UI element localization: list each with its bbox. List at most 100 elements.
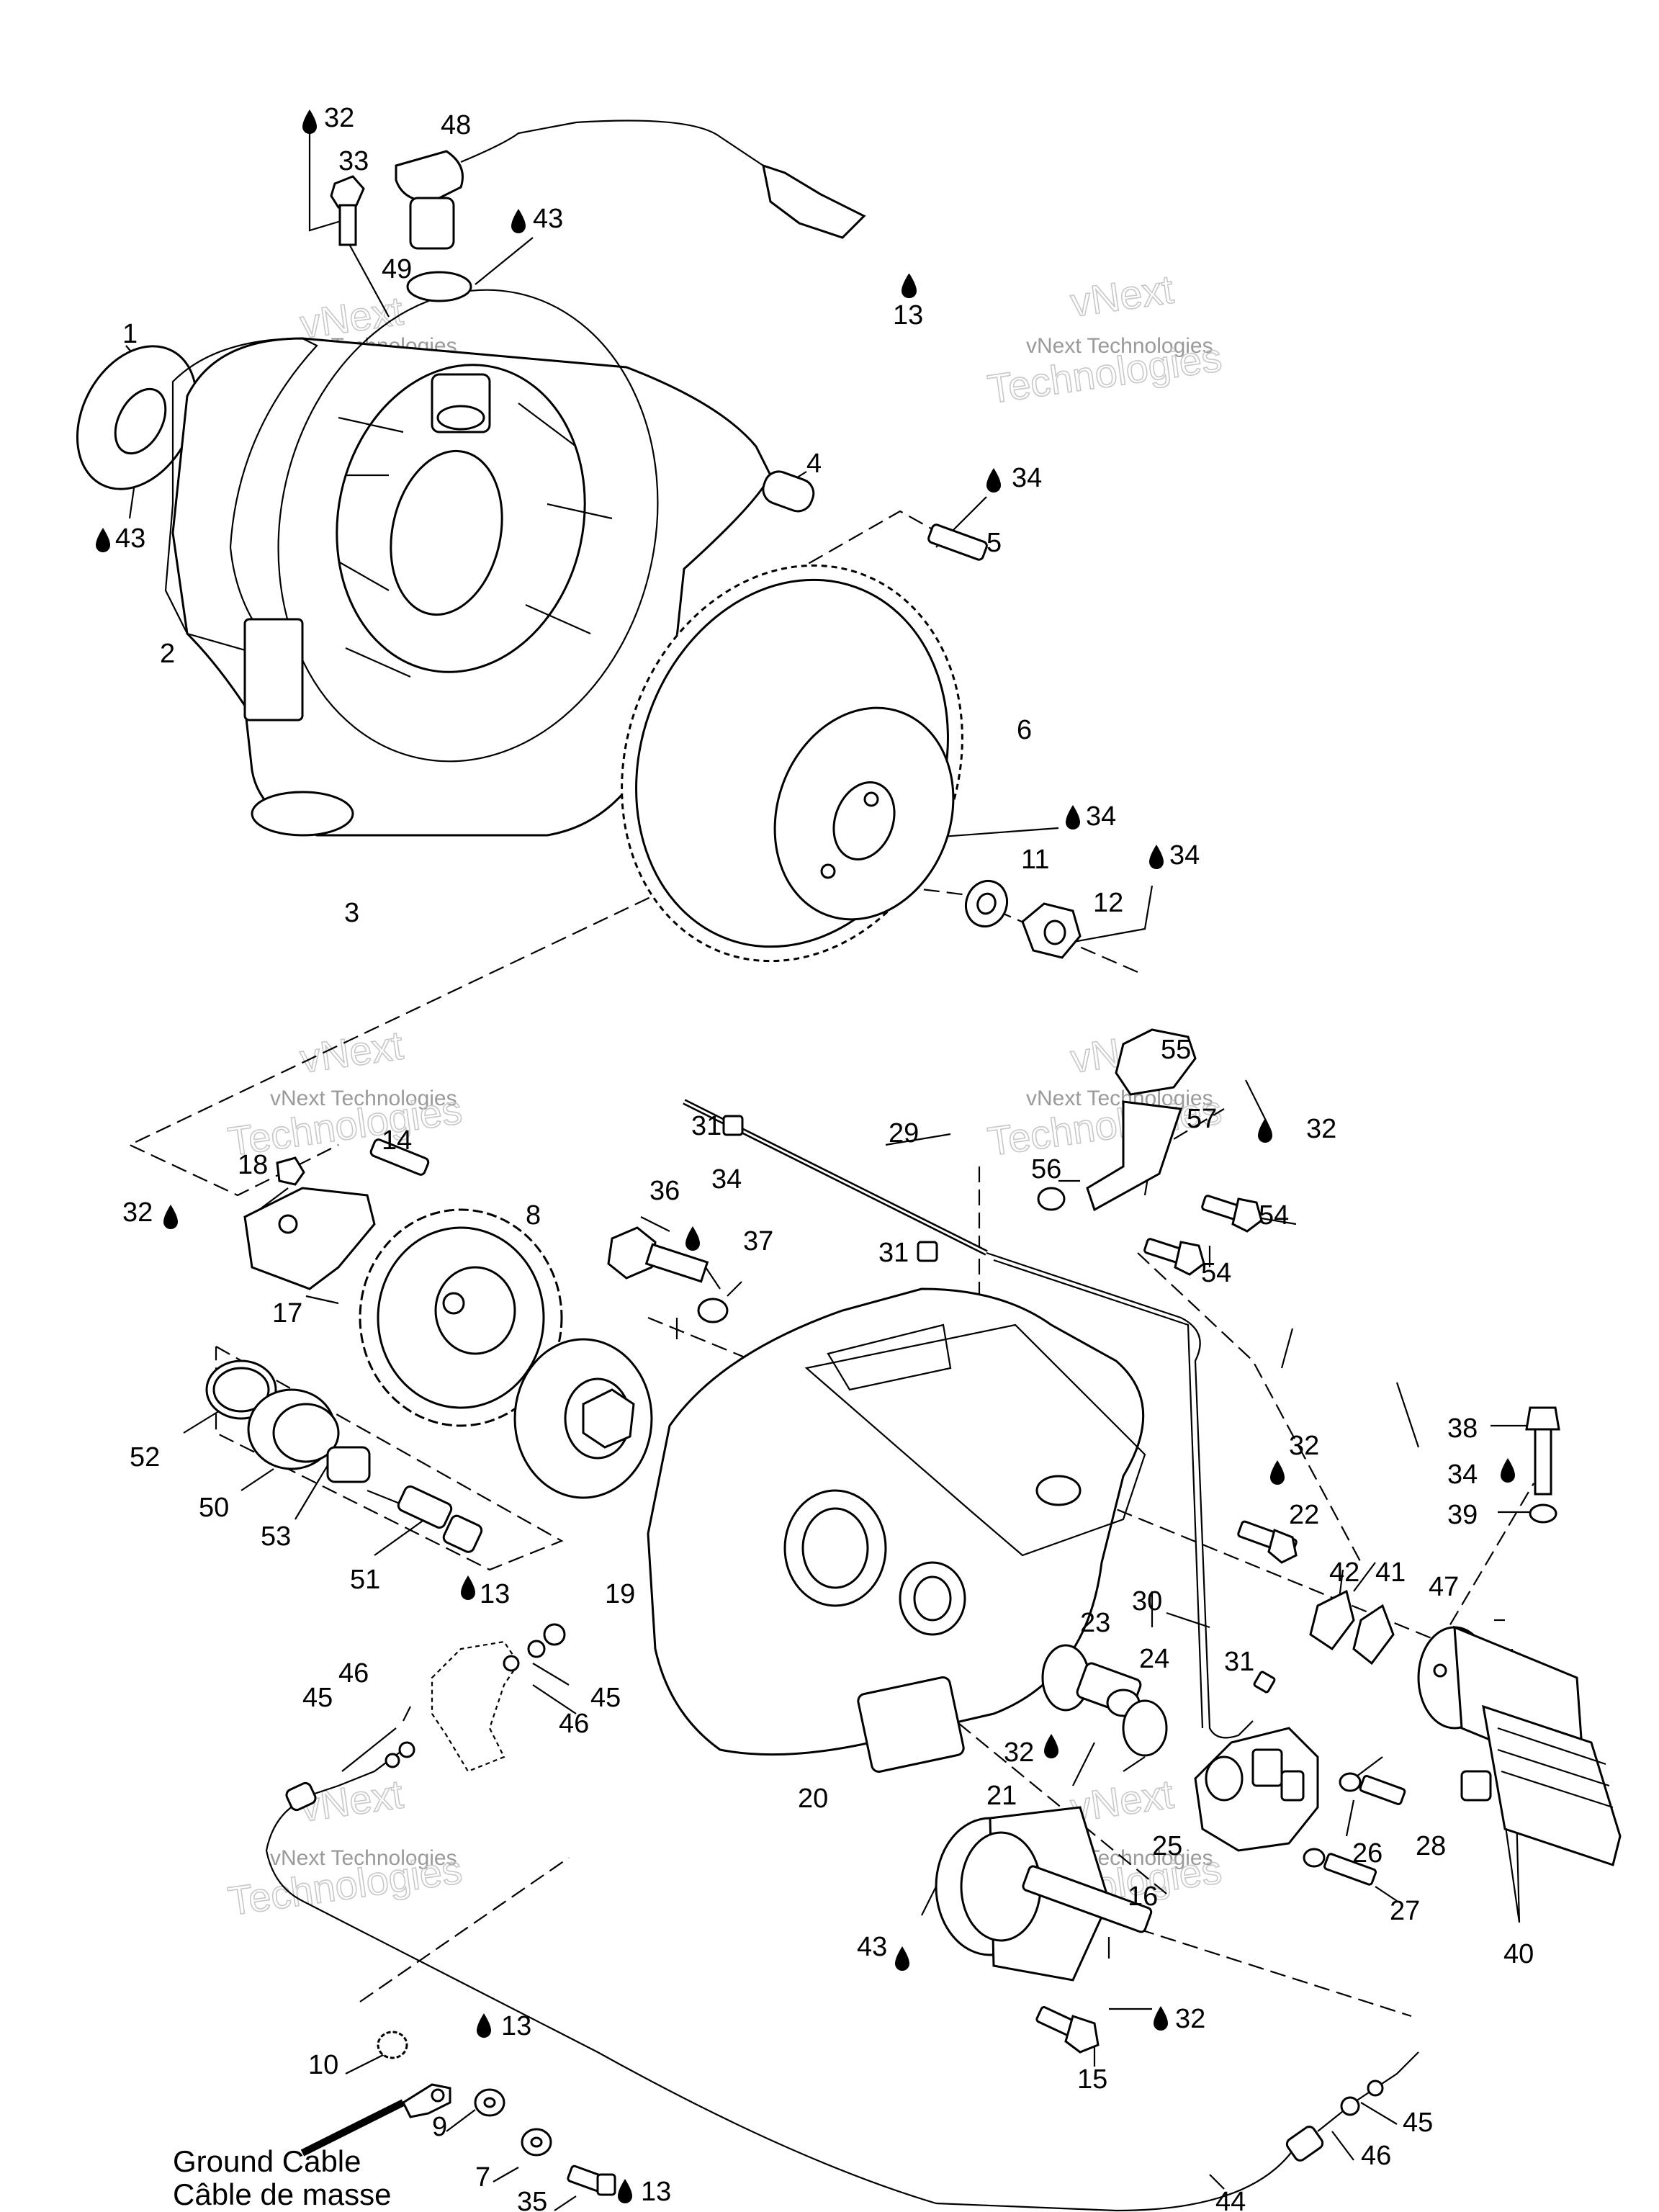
callout-5: 5 [986,528,1002,558]
plate-53-part [326,1446,371,1483]
screw-15-part [1035,2006,1100,2054]
rod-30-part [986,1251,1254,1739]
flywheel-part [621,564,963,963]
bracket-55-57-part [1086,1028,1197,1212]
connector-51-part [367,1485,483,1553]
cable-44-part [265,1749,1419,2212]
callout-32d: 32 [1289,1431,1319,1461]
callout-2: 2 [160,639,175,669]
callout-47: 47 [1429,1572,1459,1602]
callout-34d: 34 [711,1164,742,1195]
watermark-top-right: vNext vNext Technologies Technologies [984,266,1225,413]
callout-17: 17 [272,1298,302,1328]
drop-icon [96,528,110,552]
throttle-lever-part [385,1623,566,1773]
magneto-cover-19-part [647,1287,1146,1773]
lubricant-drop-icons [96,109,1515,2203]
drop-icon [1270,1460,1285,1485]
drop-icon [1066,805,1080,830]
callout-24: 24 [1139,1644,1169,1674]
drop-icon [461,1575,475,1600]
screw-18-part [276,1156,305,1186]
callout-57: 57 [1187,1104,1217,1134]
callout-45b: 45 [590,1683,621,1713]
washer-37-part [697,1298,729,1323]
callout-28: 28 [1416,1831,1446,1861]
bracket-17-part [243,1187,376,1290]
callout-22: 22 [1289,1500,1319,1530]
o-ring-24-part [1122,1699,1168,1757]
o-ring-49-part [406,271,472,302]
callout-13d: 13 [641,2177,671,2207]
solenoid-25-part [1194,1727,1319,1852]
callout-13a: 13 [893,300,923,331]
callout-4: 4 [806,449,822,479]
callout-46a: 46 [338,1658,369,1689]
callout-43b: 43 [115,523,145,554]
svg-text:vNext: vNext [1068,266,1177,325]
clip-31c-part [1253,1671,1276,1694]
magneto-housing-part [164,289,772,837]
callout-16: 16 [1128,1881,1158,1912]
washer-11-part [965,879,1008,928]
callout-54a: 54 [1259,1200,1289,1231]
callout-45c: 45 [1403,2108,1433,2138]
callout-21: 21 [986,1781,1017,1811]
callout-19: 19 [605,1579,635,1609]
stator-8-part [359,1208,563,1427]
bolt-38-part [1525,1406,1560,1496]
callout-15: 15 [1077,2064,1107,2095]
screw-14-part [369,1138,430,1176]
drop-icon [1501,1458,1515,1483]
nut-12-part [1021,902,1082,959]
watermark-mid-left: vNext vNext Technologies Technologies [225,1022,465,1165]
screw-54-upper-part [1201,1195,1263,1233]
callout-8: 8 [526,1200,541,1231]
callout-1: 1 [122,319,138,349]
svg-text:vNext Technologies: vNext Technologies [1026,1087,1213,1110]
callout-36: 36 [649,1176,680,1206]
drop-icon [163,1205,178,1229]
caption-english: Ground Cable [173,2144,361,2178]
drop-icon [618,2179,632,2203]
callout-14: 14 [382,1125,412,1156]
callout-52: 52 [130,1442,160,1473]
callout-labels: 48 32 33 43 49 13 1 43 2 3 4 34 5 6 34 1… [115,103,1534,2212]
callout-7: 7 [475,2162,490,2193]
callout-13b: 13 [480,1579,510,1609]
screw-5-part [927,523,988,561]
bolt-33-part [330,175,365,246]
screw-35-part [567,2164,616,2196]
callout-54b: 54 [1201,1258,1231,1288]
callout-32a: 32 [324,103,354,133]
screw-27-part [1323,1853,1377,1886]
drop-icon [1154,2006,1168,2031]
callout-31b: 31 [878,1238,909,1268]
callout-56: 56 [1031,1154,1061,1184]
svg-text:vNext: vNext [297,1022,406,1082]
callout-38: 38 [1447,1413,1478,1444]
callout-42: 42 [1329,1557,1359,1588]
callout-43c: 43 [857,1932,887,1962]
callout-10: 10 [308,2050,338,2080]
sensor-48-part [395,120,866,250]
callout-53: 53 [261,1521,291,1552]
svg-text:vNext Technologies: vNext Technologies [1026,334,1213,358]
drop-icon [986,468,1001,493]
callout-40: 40 [1503,1939,1534,1969]
screw-28-part [1359,1775,1406,1805]
callout-39: 39 [1447,1500,1478,1530]
callout-44: 44 [1215,2187,1246,2212]
drop-icon [477,2013,491,2038]
drop-icon [302,109,317,134]
boot-40-part [1460,1704,1622,1866]
ground-cable-caption: Ground Cable Câble de masse [173,2144,392,2211]
watermark-bottom-left: vNext vNext Technologies Technologies [225,1771,465,1925]
dowel-pin-part [762,470,815,513]
callout-12: 12 [1093,888,1123,918]
washer-26-upper-part [1339,1772,1362,1792]
screw-22-part [1237,1520,1298,1564]
callout-31a: 31 [691,1111,721,1141]
drop-icon [902,274,916,298]
callout-32f: 32 [1175,2004,1205,2034]
